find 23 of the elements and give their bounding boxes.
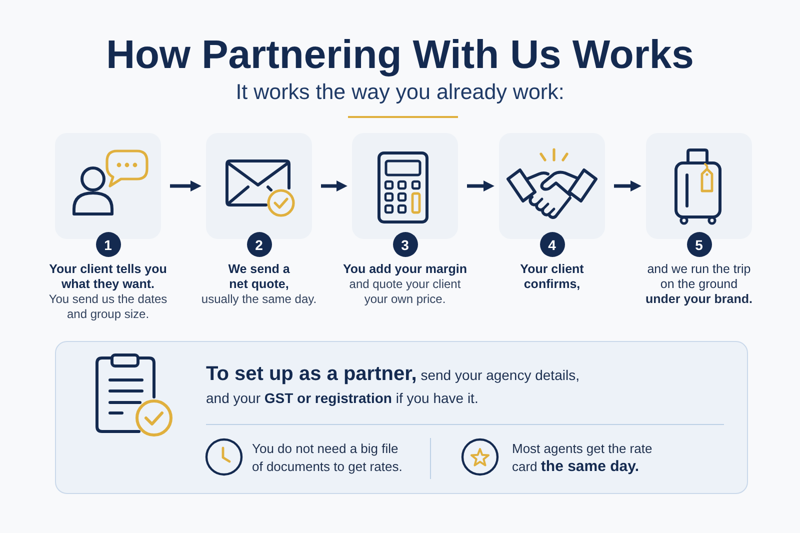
step-description: and we run the trip on the ground under your brand. xyxy=(644,262,754,307)
step-number: 2 xyxy=(246,232,272,257)
arrow xyxy=(614,180,642,192)
step-title: You add your margin xyxy=(342,262,468,277)
note-text: Most agents get the rate card the same day. xyxy=(512,440,654,475)
step-description: You send us the dates and group size. xyxy=(48,292,168,322)
note-text: You do not need a big file of documents to get rates. xyxy=(252,440,404,475)
subtitle: It works the way you already work: xyxy=(236,79,564,105)
arrow xyxy=(467,180,494,192)
step-title: Your client confirms, xyxy=(519,262,585,292)
step-number: 3 xyxy=(392,232,418,257)
step-title: We send a net quote, xyxy=(227,262,291,292)
step-number: 1 xyxy=(96,232,120,257)
step-number: 4 xyxy=(540,232,564,257)
setup-instructions: To set up as a partner, send your agency details, and your GST or registration if you have it. xyxy=(206,363,580,408)
step-description: and quote your client your own price. xyxy=(348,277,462,307)
arrow xyxy=(321,180,348,192)
arrow xyxy=(170,180,202,192)
step-description: usually the same day. xyxy=(201,292,317,307)
step-number: 5 xyxy=(686,232,712,257)
info-panel xyxy=(55,341,748,494)
step-title: Your client tells you what they want. xyxy=(48,262,168,292)
title: How Partnering With Us Works xyxy=(106,32,694,79)
